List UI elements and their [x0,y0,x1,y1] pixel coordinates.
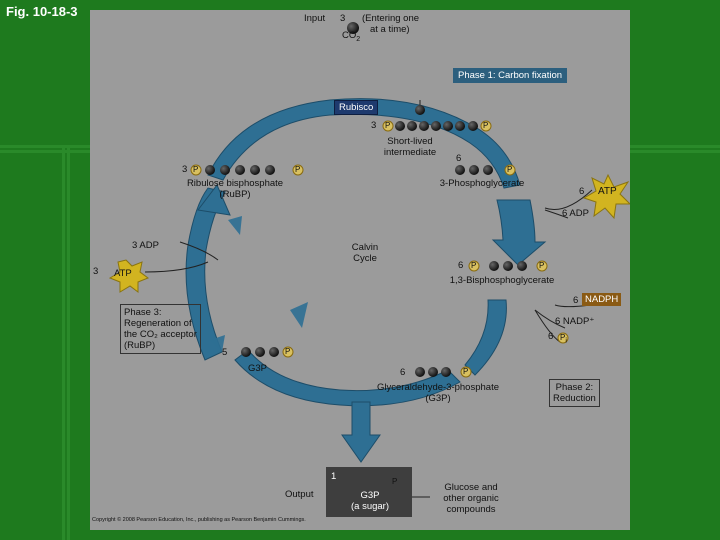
phase2-line1: Phase 2: [555,382,594,393]
input-molecule: CO2 [342,30,360,45]
g3p-main-molecule [415,366,472,378]
g3p-recycle-label: G3P [248,363,268,374]
input-label: Input [304,13,326,24]
g3p-main-label-line1: Glyceraldehyde-3-phosphate [377,382,499,393]
copyright: Copyright © 2008 Pearson Education, Inc.… [92,517,306,523]
output-label: Output [285,489,314,500]
intermediate-molecule [382,120,492,132]
atp-left-count: 3 [93,266,99,277]
atp-in-label: ATP [598,186,617,197]
output-note: (a sugar) [350,501,389,512]
rubp-count: 3 [182,164,188,175]
calvin-line2: Cycle [353,253,377,264]
phase3-line: Phase 3: [124,307,162,318]
rubp-molecule [190,164,304,176]
phase1-label: Phase 1: Carbon fixation [453,68,568,83]
intermediate-count: 3 [371,120,377,131]
pi-count: 6 [548,331,554,342]
rubp-p-right: P [295,165,301,174]
glucose-line2: other organic [443,493,499,504]
pga-molecule [455,164,516,176]
output-name: G3P [360,490,380,501]
cycle-arrow [185,98,547,463]
glucose-line3: compounds [446,504,496,515]
diagram-panel: Input 3 CO2 (Entering one at a time) Pha… [90,10,630,530]
pga-label: 3-Phosphoglycerate [439,178,525,189]
calvin-line1: Calvin [351,242,379,253]
phase2-label: Phase 2: Reduction [549,379,600,407]
adp-left-label: 3 ADP [132,240,159,251]
g3p-recycle-molecule [241,346,294,358]
intermediate-p-left: P [385,121,391,130]
nadph-count: 6 [573,295,579,306]
pi-label-subscript: i [565,337,567,345]
output-count: 1 [331,471,337,482]
g3p-main-count: 6 [400,367,406,378]
rubp-label-line2: (RuBP) [219,189,251,200]
g3p-recycle-count: 5 [222,347,228,358]
phase3-line: (RuBP) [124,340,156,351]
output-p: P [392,477,398,486]
input-count: 3 [340,13,346,24]
atp-star-right [582,173,630,220]
adp-out-label: 6 ADP [562,208,589,219]
phase3-line: the CO₂ acceptor [124,329,197,340]
pi-molecule [557,332,569,344]
input-note-line2: at a time) [370,24,410,35]
intermediate-label-line2: intermediate [383,147,437,158]
bg-stripe [62,145,65,540]
input-molecule-text: CO [342,30,357,41]
bpg-p-left: P [471,261,477,270]
pga-p: P [507,165,513,174]
g3p-main-p: P [463,367,469,376]
pga-count: 6 [456,153,462,164]
bpg-label: 1,3-Bisphosphoglycerate [449,275,555,286]
figure-label: Fig. 10-18-3 [6,4,78,19]
bpg-count: 6 [458,260,464,271]
rubisco-label: Rubisco [334,100,379,115]
glucose-line1: Glucose and [444,482,498,493]
atp-in-count: 6 [579,186,585,197]
phase3-line: Regeneration of [124,318,192,329]
g3p-main-label-line2: (G3P) [425,393,451,404]
nadph-label: NADPH [582,293,622,306]
intermediate-p-right: P [483,121,489,130]
pi-label-text: P [560,333,566,342]
input-molecule-subscript: 2 [356,35,361,43]
calvin-cycle-graphic [108,22,630,498]
pi-label: Pi [560,332,567,347]
phase2-line2: Reduction [553,393,596,404]
input-note-line1: (Entering one [362,13,420,24]
bpg-p-right: P [539,261,545,270]
output-box [326,467,412,517]
rubisco-co2-molecule [415,105,425,115]
bpg-molecule [468,260,548,272]
rubp-label-line1: Ribulose bisphosphate [186,178,284,189]
atp-left-label: ATP [114,268,132,279]
nadp-label: 6 NADP⁺ [555,316,595,327]
bg-stripe [67,145,70,540]
g3p-recycle-p: P [285,347,291,356]
intermediate-label-line1: Short-lived [387,136,433,147]
input-co2-molecule [347,22,359,34]
rubp-p-left: P [193,165,199,174]
phase3-label: Phase 3: Regeneration of the CO₂ accepto… [120,304,201,354]
atp-star-left [108,259,150,293]
